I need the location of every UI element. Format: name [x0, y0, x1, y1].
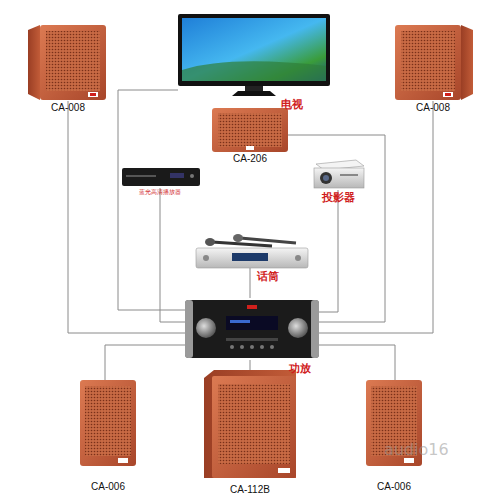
device-label: 功放	[240, 363, 360, 375]
signal-cable	[68, 101, 185, 333]
signal-cable	[118, 90, 185, 310]
speaker-illustration	[80, 380, 136, 466]
speaker-illustration	[28, 25, 106, 100]
device-label: 电视	[232, 99, 352, 111]
speaker-illustration	[212, 108, 288, 152]
signal-cable	[250, 268, 251, 298]
player-node: 蓝光高清播放器	[122, 166, 200, 188]
speaker-node: CA-008	[395, 25, 473, 101]
projector-illustration	[314, 160, 364, 188]
signal-cable	[288, 135, 385, 322]
speaker-node: CA-006	[80, 380, 136, 466]
device-label: 蓝光高清播放器	[100, 189, 220, 196]
amplifier-node: 功放	[185, 298, 319, 360]
speaker-node: CA-206	[212, 108, 288, 152]
microphone-illustration	[196, 234, 308, 268]
signal-cable	[250, 360, 251, 370]
amplifier-illustration	[185, 300, 319, 358]
subwoofer-node: CA-112B	[204, 370, 296, 478]
device-label: 话筒	[208, 271, 328, 283]
watermark: audio16	[384, 440, 449, 459]
signal-cable	[319, 345, 395, 380]
device-label: CA-206	[190, 153, 310, 164]
device-label: CA-006	[334, 481, 454, 492]
tv-illustration	[178, 14, 330, 96]
projector-node: 投影器	[310, 158, 364, 190]
device-label: CA-008	[8, 102, 128, 113]
device-label: 投影器	[278, 192, 398, 204]
signal-cable	[319, 101, 433, 333]
player-illustration	[122, 168, 200, 186]
microphone-node: 话筒	[196, 234, 308, 268]
device-label: CA-006	[48, 481, 168, 492]
speaker-node: CA-008	[28, 25, 106, 101]
device-label: CA-008	[373, 102, 493, 113]
signal-cable	[160, 188, 185, 322]
device-label: CA-112B	[190, 484, 310, 495]
signal-cable	[319, 190, 338, 312]
subwoofer-illustration	[204, 370, 296, 478]
speaker-illustration	[395, 25, 473, 100]
signal-cable	[105, 345, 185, 380]
tv-node: 电视	[178, 14, 330, 98]
